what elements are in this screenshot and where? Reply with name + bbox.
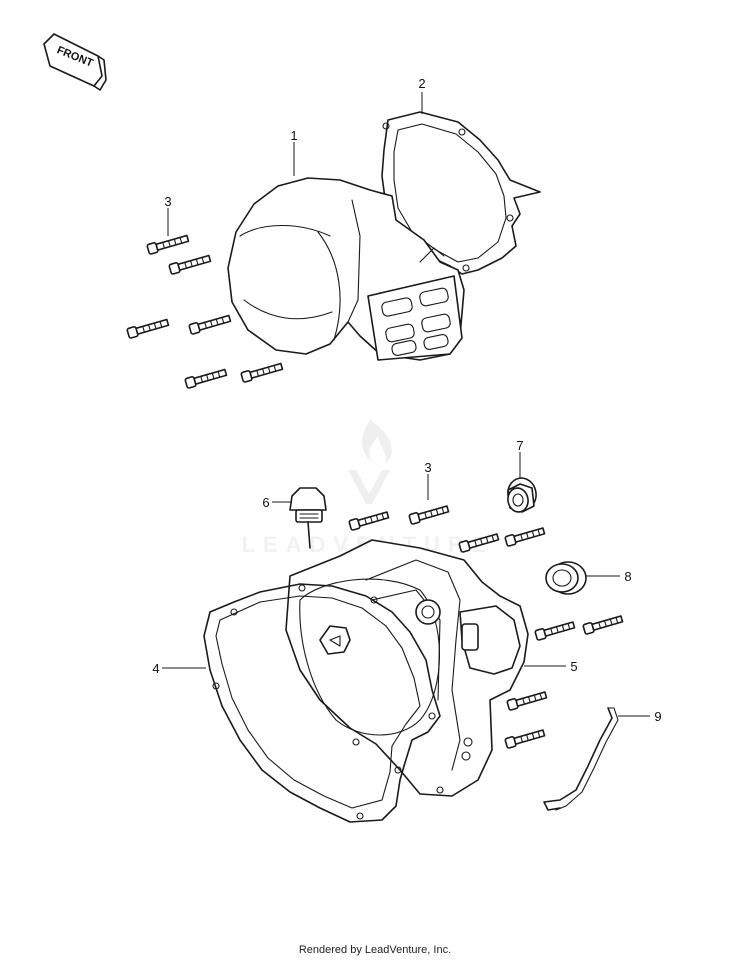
callout-5: 5 (570, 659, 577, 674)
callout-4: 4 (152, 661, 159, 676)
callout-6: 6 (262, 495, 269, 510)
callout-1: 1 (290, 128, 297, 143)
bolt (504, 729, 546, 749)
callout-3-lower: 3 (424, 460, 431, 475)
part-9-clip (543, 707, 619, 811)
bolt (348, 511, 390, 531)
callout-3-upper: 3 (164, 194, 171, 209)
callouts: 1 2 3 3 4 5 6 7 8 9 (152, 76, 661, 724)
callout-8: 8 (624, 569, 631, 584)
upper-bolts (126, 234, 284, 389)
bolt (146, 234, 190, 255)
part-7-oil-seal (507, 477, 537, 513)
callout-7: 7 (516, 438, 523, 453)
bolt (188, 314, 232, 335)
bolt (506, 691, 548, 711)
part-4-gasket (203, 583, 441, 823)
callout-2: 2 (418, 76, 425, 91)
callout-9: 9 (654, 709, 661, 724)
part-8-oil-seal (545, 561, 587, 595)
bolt (184, 368, 228, 389)
footer-credit: Rendered by LeadVenture, Inc. (298, 944, 452, 956)
part-5-clutch-cover (285, 539, 529, 797)
bolt (126, 318, 170, 339)
front-direction-arrow: FRONT (43, 33, 107, 91)
part-1-magneto-cover (227, 177, 465, 361)
bolt (240, 362, 284, 383)
bolt (504, 527, 546, 547)
part-6-cap (289, 487, 327, 549)
bolt (534, 621, 576, 641)
watermark-logo: LEADVENTURE (241, 420, 487, 557)
bolt (582, 615, 624, 635)
bolt (408, 505, 450, 525)
bolt (168, 254, 212, 275)
bolt (458, 533, 500, 553)
lower-bolts (348, 505, 624, 749)
